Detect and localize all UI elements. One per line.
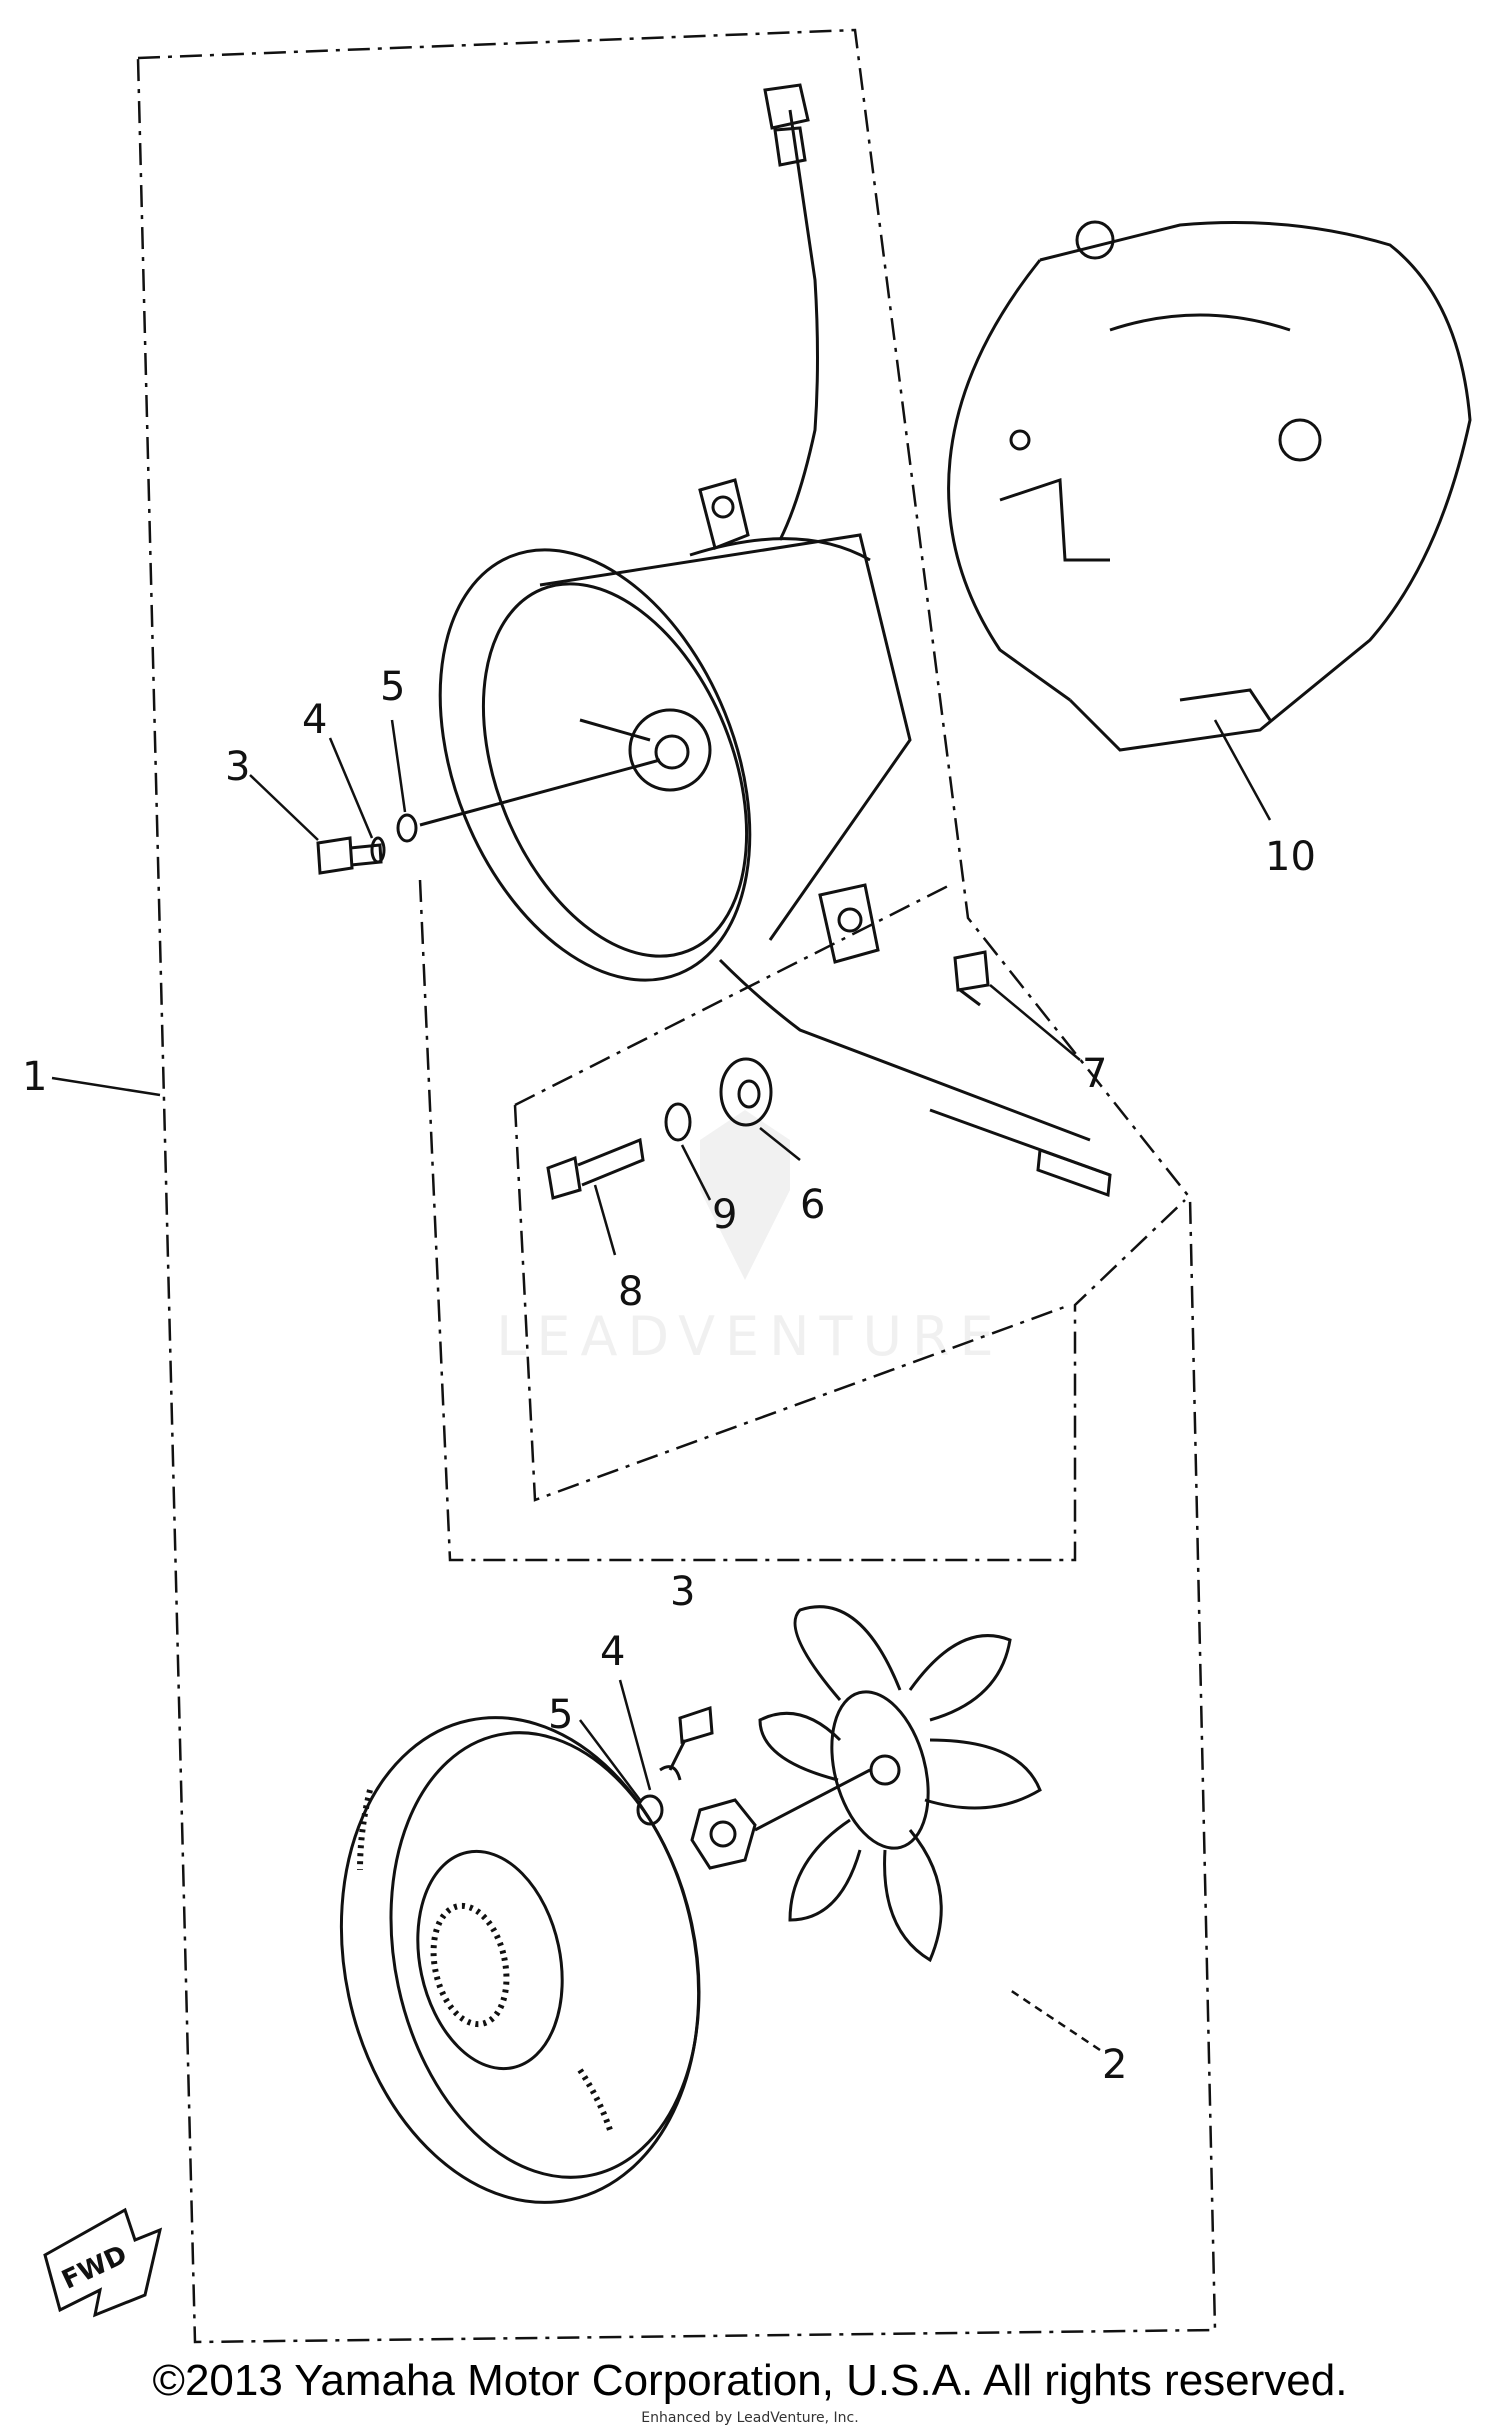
callout-10: 10 bbox=[1265, 834, 1316, 880]
callout-5-upper: 5 bbox=[380, 664, 405, 710]
leader-lines bbox=[51, 719, 1272, 2052]
fwd-arrow-icon: FWD bbox=[43, 2207, 163, 2318]
callout-1: 1 bbox=[22, 1054, 47, 1100]
watermark: LEADVENTURE bbox=[496, 1110, 1003, 1368]
lower-hardware bbox=[636, 1705, 871, 1870]
shroud-part-10 bbox=[947, 220, 1472, 752]
callout-4-lower: 4 bbox=[600, 1629, 625, 1675]
callout-6: 6 bbox=[800, 1182, 825, 1228]
callout-8: 8 bbox=[618, 1269, 643, 1315]
svg-text:LEADVENTURE: LEADVENTURE bbox=[496, 1305, 1003, 1368]
callout-3-lower: 3 bbox=[670, 1569, 695, 1615]
upper-hardware bbox=[316, 758, 661, 875]
fan-housing bbox=[438, 83, 1111, 1177]
credit-line: Enhanced by LeadVenture, Inc. bbox=[641, 2410, 859, 2426]
callout-4-upper: 4 bbox=[302, 697, 327, 743]
callout-9: 9 bbox=[712, 1192, 737, 1238]
copyright-notice: ©2013 Yamaha Motor Corporation, U.S.A. A… bbox=[152, 2356, 1348, 2405]
callout-2: 2 bbox=[1102, 2042, 1127, 2088]
fan-blade-part-2 bbox=[758, 1605, 1042, 1963]
middle-hardware bbox=[546, 950, 1112, 1200]
callout-3-upper: 3 bbox=[225, 744, 250, 790]
fan-cover bbox=[339, 1716, 701, 2204]
callout-5-lower: 5 bbox=[548, 1692, 573, 1738]
callout-numbers: 1 2 3 3 4 4 5 5 6 7 8 9 10 bbox=[22, 664, 1316, 2088]
callout-7: 7 bbox=[1082, 1051, 1107, 1097]
assembly-outline bbox=[136, 28, 1217, 2344]
